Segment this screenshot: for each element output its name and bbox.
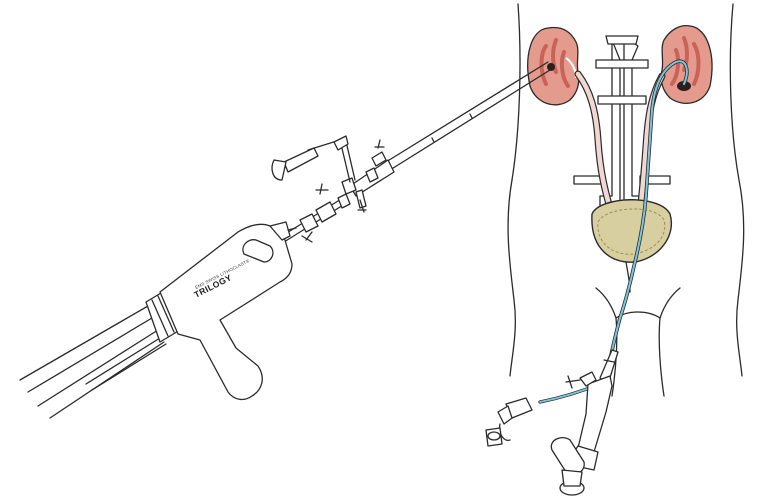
kidney-stone-left <box>547 63 555 71</box>
probe-connector <box>282 184 350 242</box>
cystoscope-icon <box>486 350 618 495</box>
left-kidney <box>528 28 579 105</box>
handheld-lithotripter-icon: EMS·SWISS LITHOCLAST® TRILOGY <box>20 222 296 418</box>
great-vessels <box>574 36 670 206</box>
nephroscope-icon <box>272 62 550 212</box>
